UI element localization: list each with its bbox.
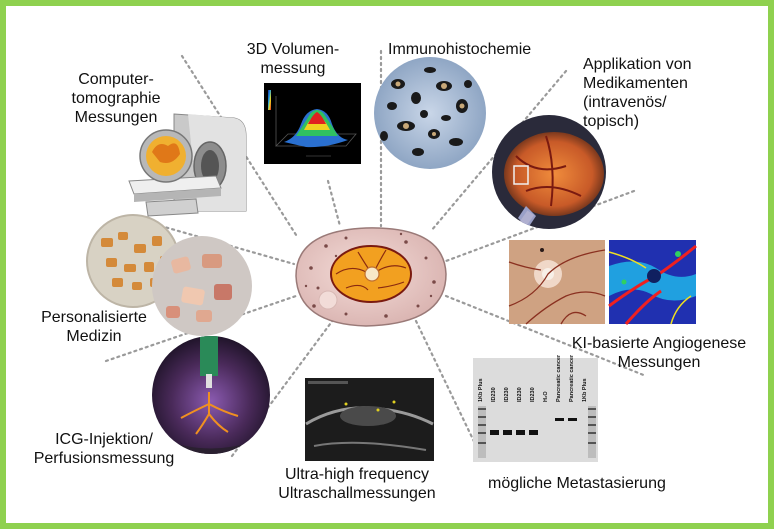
gel-lane-label: 1Kb Plus: [582, 378, 588, 402]
gel-lane-label: Pancreatic cancer: [556, 354, 562, 402]
label-immuno-line-1: Immunohistochemie: [388, 41, 532, 58]
label-personalisiert: Personalisierte Medizin: [16, 308, 172, 346]
gel-sample-bands: [490, 418, 577, 435]
connector-volumen: [326, 179, 342, 228]
ct-scanner-icon: [128, 113, 247, 217]
connector-ki: [444, 294, 648, 378]
label-ki-line-1: KI-basierte Angiogenese: [571, 335, 747, 352]
angiogenesis-photo: [508, 240, 606, 325]
diagram-canvas: 1Kb Plus ID230 ID230 ID230 ID230 H₂O Pancreati…: [86, 49, 697, 462]
label-ultraschall: Ultra-high frequency Ultraschallmessunge…: [252, 465, 462, 503]
label-ct-line-3: Messungen: [74, 109, 158, 126]
label-volumen-line-1: 3D Volumen-: [246, 41, 340, 58]
label-applikation-line-2: Medikamenten: [583, 75, 688, 92]
label-ct-line-1: Computer-: [78, 71, 154, 88]
gel-electrophoresis-image: [473, 358, 598, 462]
label-icg-line-2: Perfusionsmessung: [33, 450, 175, 467]
label-icg: ICG-Injektion/ Perfusionsmessung: [14, 430, 194, 468]
label-applikation-line-4: topisch): [583, 113, 640, 130]
ultrasound-image: [305, 378, 434, 461]
tissue-samples-image: [152, 236, 252, 336]
label-applikation-line-1: Applikation von: [583, 56, 692, 73]
label-ultraschall-line-1: Ultra-high frequency: [284, 466, 430, 483]
label-applikation-line-3: (intravenös/: [583, 94, 667, 111]
label-ct-line-2: tomographie: [71, 90, 161, 107]
label-metastasierung-line-1: mögliche Metastasierung: [488, 475, 666, 492]
label-applikation: Applikation von Medikamenten (intravenös…: [583, 55, 692, 131]
label-immuno: Immunohistochemie: [388, 40, 531, 59]
gel-lane-label: ID230: [491, 387, 497, 402]
gel-lane-label: ID230: [530, 387, 536, 402]
volume-3d-plot: [264, 83, 361, 164]
egg-embryo-icon: [295, 227, 447, 327]
label-ultraschall-line-2: Ultraschallmessungen: [278, 485, 436, 502]
gel-ladder-bands: [478, 408, 596, 444]
gel-lane-label: H₂O: [543, 391, 549, 402]
connector-applikation-2: [444, 189, 636, 263]
drug-application-image: [492, 115, 606, 229]
label-volumen: 3D Volumen- messung: [228, 40, 358, 78]
gel-lane-label: 1Kb Plus: [478, 378, 484, 402]
connector-metastasierung: [414, 319, 483, 458]
gel-lane-label: Pancreatic cancer: [569, 354, 575, 402]
gel-lane-labels: 1Kb Plus ID230 ID230 ID230 ID230 H₂O Pancreati…: [478, 354, 588, 402]
label-personalisiert-line-1: Personalisierte: [41, 309, 147, 326]
immunohistochemistry-image: [374, 57, 486, 169]
label-icg-line-1: ICG-Injektion/: [55, 431, 153, 448]
connector-icg: [104, 294, 298, 363]
angiogenesis-heatmap: [608, 240, 697, 325]
label-volumen-line-2: messung: [260, 60, 326, 77]
label-metastasierung: mögliche Metastasierung: [488, 474, 666, 493]
label-ki-line-2: Messungen: [617, 354, 701, 371]
label-personalisiert-line-2: Medizin: [66, 328, 122, 345]
connector-lines: [104, 49, 648, 458]
label-ct: Computer- tomographie Messungen: [56, 70, 176, 127]
label-ki: KI-basierte Angiogenese Messungen: [554, 334, 764, 372]
gel-lane-label: ID230: [517, 387, 523, 402]
gel-lane-label: ID230: [504, 387, 510, 402]
